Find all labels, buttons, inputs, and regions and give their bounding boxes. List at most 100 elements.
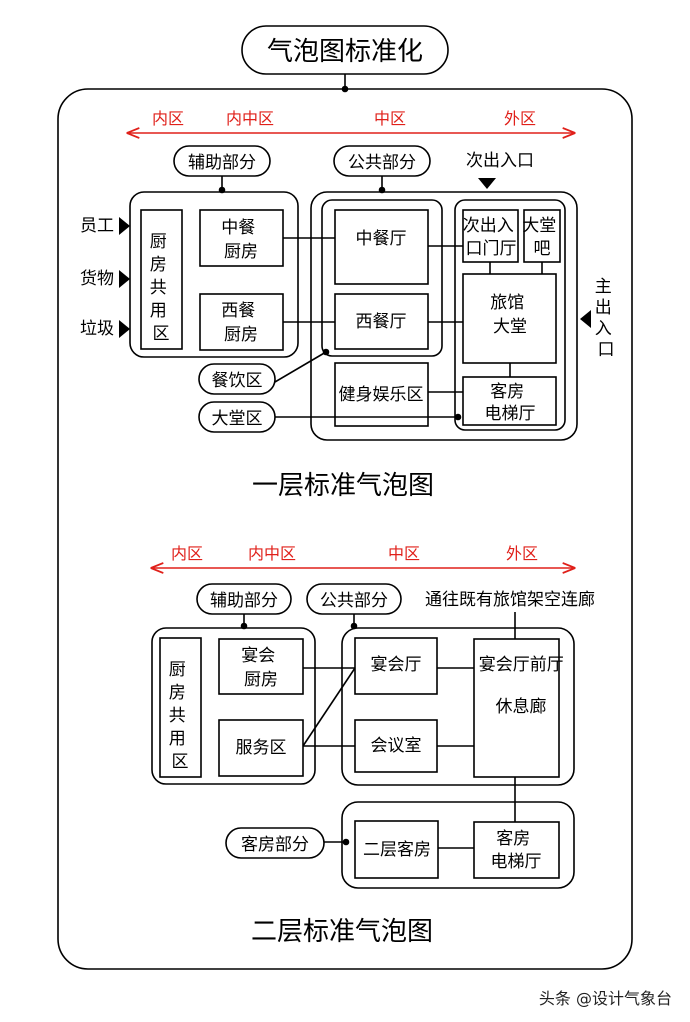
- guest-elevator-hall: [473, 821, 560, 879]
- meeting-room-label: 会议室: [371, 736, 422, 756]
- banquet-kitchen-label: 厨房: [244, 670, 278, 690]
- guest-label: 客房部分: [241, 835, 309, 855]
- svg-text:宴会厅前厅 休息廊: 宴会厅前厅 休息廊: [479, 655, 569, 717]
- banquet-foyer-label: 休息廊: [496, 697, 547, 717]
- chinese-restaurant: [334, 209, 429, 285]
- shared-kitchen-char: 用: [169, 729, 186, 749]
- page-title: 气泡图标准化: [267, 37, 423, 67]
- svg-text:旅馆 大堂: 旅馆 大堂: [490, 293, 529, 337]
- main-entrance-arrow: [580, 310, 591, 328]
- shared-kitchen-char: 厨: [169, 660, 186, 680]
- main-entrance-char: 出: [595, 298, 612, 318]
- shared-kitchen-char: 厨: [150, 232, 167, 252]
- secondary-entrance-arrow: [478, 178, 496, 189]
- svg-text:客房 电梯厅: 客房 电梯厅: [491, 829, 542, 872]
- shared-kitchen: [140, 209, 183, 350]
- input-goods-label: 货物: [80, 269, 114, 289]
- input-goods-arrow: [119, 270, 130, 288]
- shared-kitchen-char: 区: [153, 324, 170, 344]
- zone-label-outer: 外区: [504, 109, 536, 128]
- banquet-foyer-label: 宴会厅前厅: [479, 655, 564, 675]
- guest-elevator-label: 电梯厅: [485, 404, 536, 424]
- input-staff-arrow: [119, 217, 130, 235]
- service-area-label: 服务区: [236, 738, 287, 758]
- watermark: 头条 @设计气象台: [539, 989, 672, 1008]
- svg-text:主 出 入 口: 主 出 入 口: [595, 277, 617, 360]
- public-group: [310, 191, 578, 441]
- public-label: 公共部分: [348, 153, 416, 173]
- secondary-hall-label: 次出入: [463, 216, 514, 236]
- connector: [302, 667, 356, 747]
- hotel-lobby-label: 旅馆: [490, 293, 524, 313]
- guest-elevator-label: 客房: [490, 382, 524, 402]
- chinese-kitchen-label: 中餐: [221, 218, 255, 238]
- dining-subgroup: [321, 199, 443, 357]
- banquet-foyer: [473, 638, 560, 778]
- floor1-caption: 一层标准气泡图: [252, 471, 434, 501]
- shared-kitchen-char: 共: [150, 278, 167, 298]
- svg-text:西餐 厨房: 西餐 厨房: [221, 301, 260, 345]
- shared-kitchen-char: 区: [172, 752, 189, 772]
- lobby-subgroup: [454, 199, 566, 431]
- input-staff-label: 员工: [80, 216, 114, 236]
- western-kitchen-label: 厨房: [224, 325, 258, 345]
- floor2-caption: 二层标准气泡图: [251, 917, 433, 947]
- zone-label-outer: 外区: [506, 544, 538, 563]
- dining-callout-bubble: [198, 363, 276, 395]
- zone-label-inner-middle: 内中区: [226, 109, 274, 128]
- main-entrance-char: 口: [598, 340, 615, 360]
- zone-label-middle: 中区: [388, 544, 420, 563]
- corridor-note: 通往既有旅馆架空连廊: [425, 590, 595, 610]
- zone-label-inner: 内区: [171, 544, 203, 563]
- chinese-kitchen-label: 厨房: [224, 242, 258, 262]
- dining-callout-label: 餐饮区: [212, 371, 263, 391]
- aux-group: [129, 191, 299, 358]
- secondary-hall-label: 口门厅: [466, 239, 517, 259]
- shared-kitchen-char: 共: [169, 706, 186, 726]
- svg-text:客房 电梯厅: 客房 电梯厅: [485, 382, 536, 424]
- lobby-callout-label: 大堂区: [212, 409, 263, 429]
- guest-elevator-label: 客房: [496, 829, 530, 849]
- chinese-restaurant-label: 中餐厅: [356, 229, 407, 249]
- aux-group: [151, 627, 316, 785]
- guest-rooms-label: 二层客房: [363, 840, 431, 860]
- banquet-kitchen: [218, 638, 304, 695]
- guest-group: [341, 801, 575, 889]
- western-kitchen-label: 西餐: [221, 301, 255, 321]
- lobby-bar-label: 吧: [534, 239, 551, 259]
- zone-label-inner-middle: 内中区: [248, 544, 296, 563]
- fitness-area-label: 健身娱乐区: [339, 385, 424, 405]
- outer-frame: [57, 88, 633, 970]
- svg-text:大堂 吧: 大堂 吧: [522, 216, 561, 259]
- service-area: [218, 719, 304, 777]
- hotel-lobby-label: 大堂: [493, 317, 527, 337]
- banquet-kitchen-label: 宴会: [241, 646, 275, 666]
- svg-text:宴会 厨房: 宴会 厨房: [241, 646, 280, 690]
- guest-elevator-label: 电梯厅: [491, 852, 542, 872]
- guest-rooms: [354, 820, 439, 879]
- shared-kitchen-char: 房: [169, 683, 186, 703]
- western-restaurant-label: 西餐厅: [356, 312, 407, 332]
- banquet-hall-label: 宴会厅: [371, 655, 422, 675]
- aux-label: 辅助部分: [188, 153, 256, 173]
- input-garbage-label: 垃圾: [80, 319, 114, 339]
- svg-text:厨 房 共 用: 厨 房 共 用 区: [169, 660, 191, 772]
- shared-kitchen-char: 用: [150, 301, 167, 321]
- svg-text:次出入 口门厅: 次出入 口门厅: [463, 216, 519, 259]
- svg-text:中餐 厨房: 中餐 厨房: [221, 218, 260, 262]
- main-entrance-char: 入: [595, 319, 612, 339]
- lobby-bar-label: 大堂: [522, 216, 556, 236]
- banquet-hall: [354, 637, 438, 695]
- zone-label-inner: 内区: [152, 109, 184, 128]
- shared-kitchen-char: 房: [150, 255, 167, 275]
- secondary-entrance-label: 次出入口: [466, 151, 534, 171]
- public-group: [341, 627, 575, 786]
- shared-kitchen: [159, 637, 202, 778]
- svg-text:厨 房 共 用: 厨 房 共 用 区: [150, 232, 172, 344]
- main-entrance-char: 主: [595, 277, 612, 297]
- public-label: 公共部分: [320, 591, 388, 611]
- input-garbage-arrow: [119, 320, 130, 338]
- guest-label-bubble: [225, 827, 325, 859]
